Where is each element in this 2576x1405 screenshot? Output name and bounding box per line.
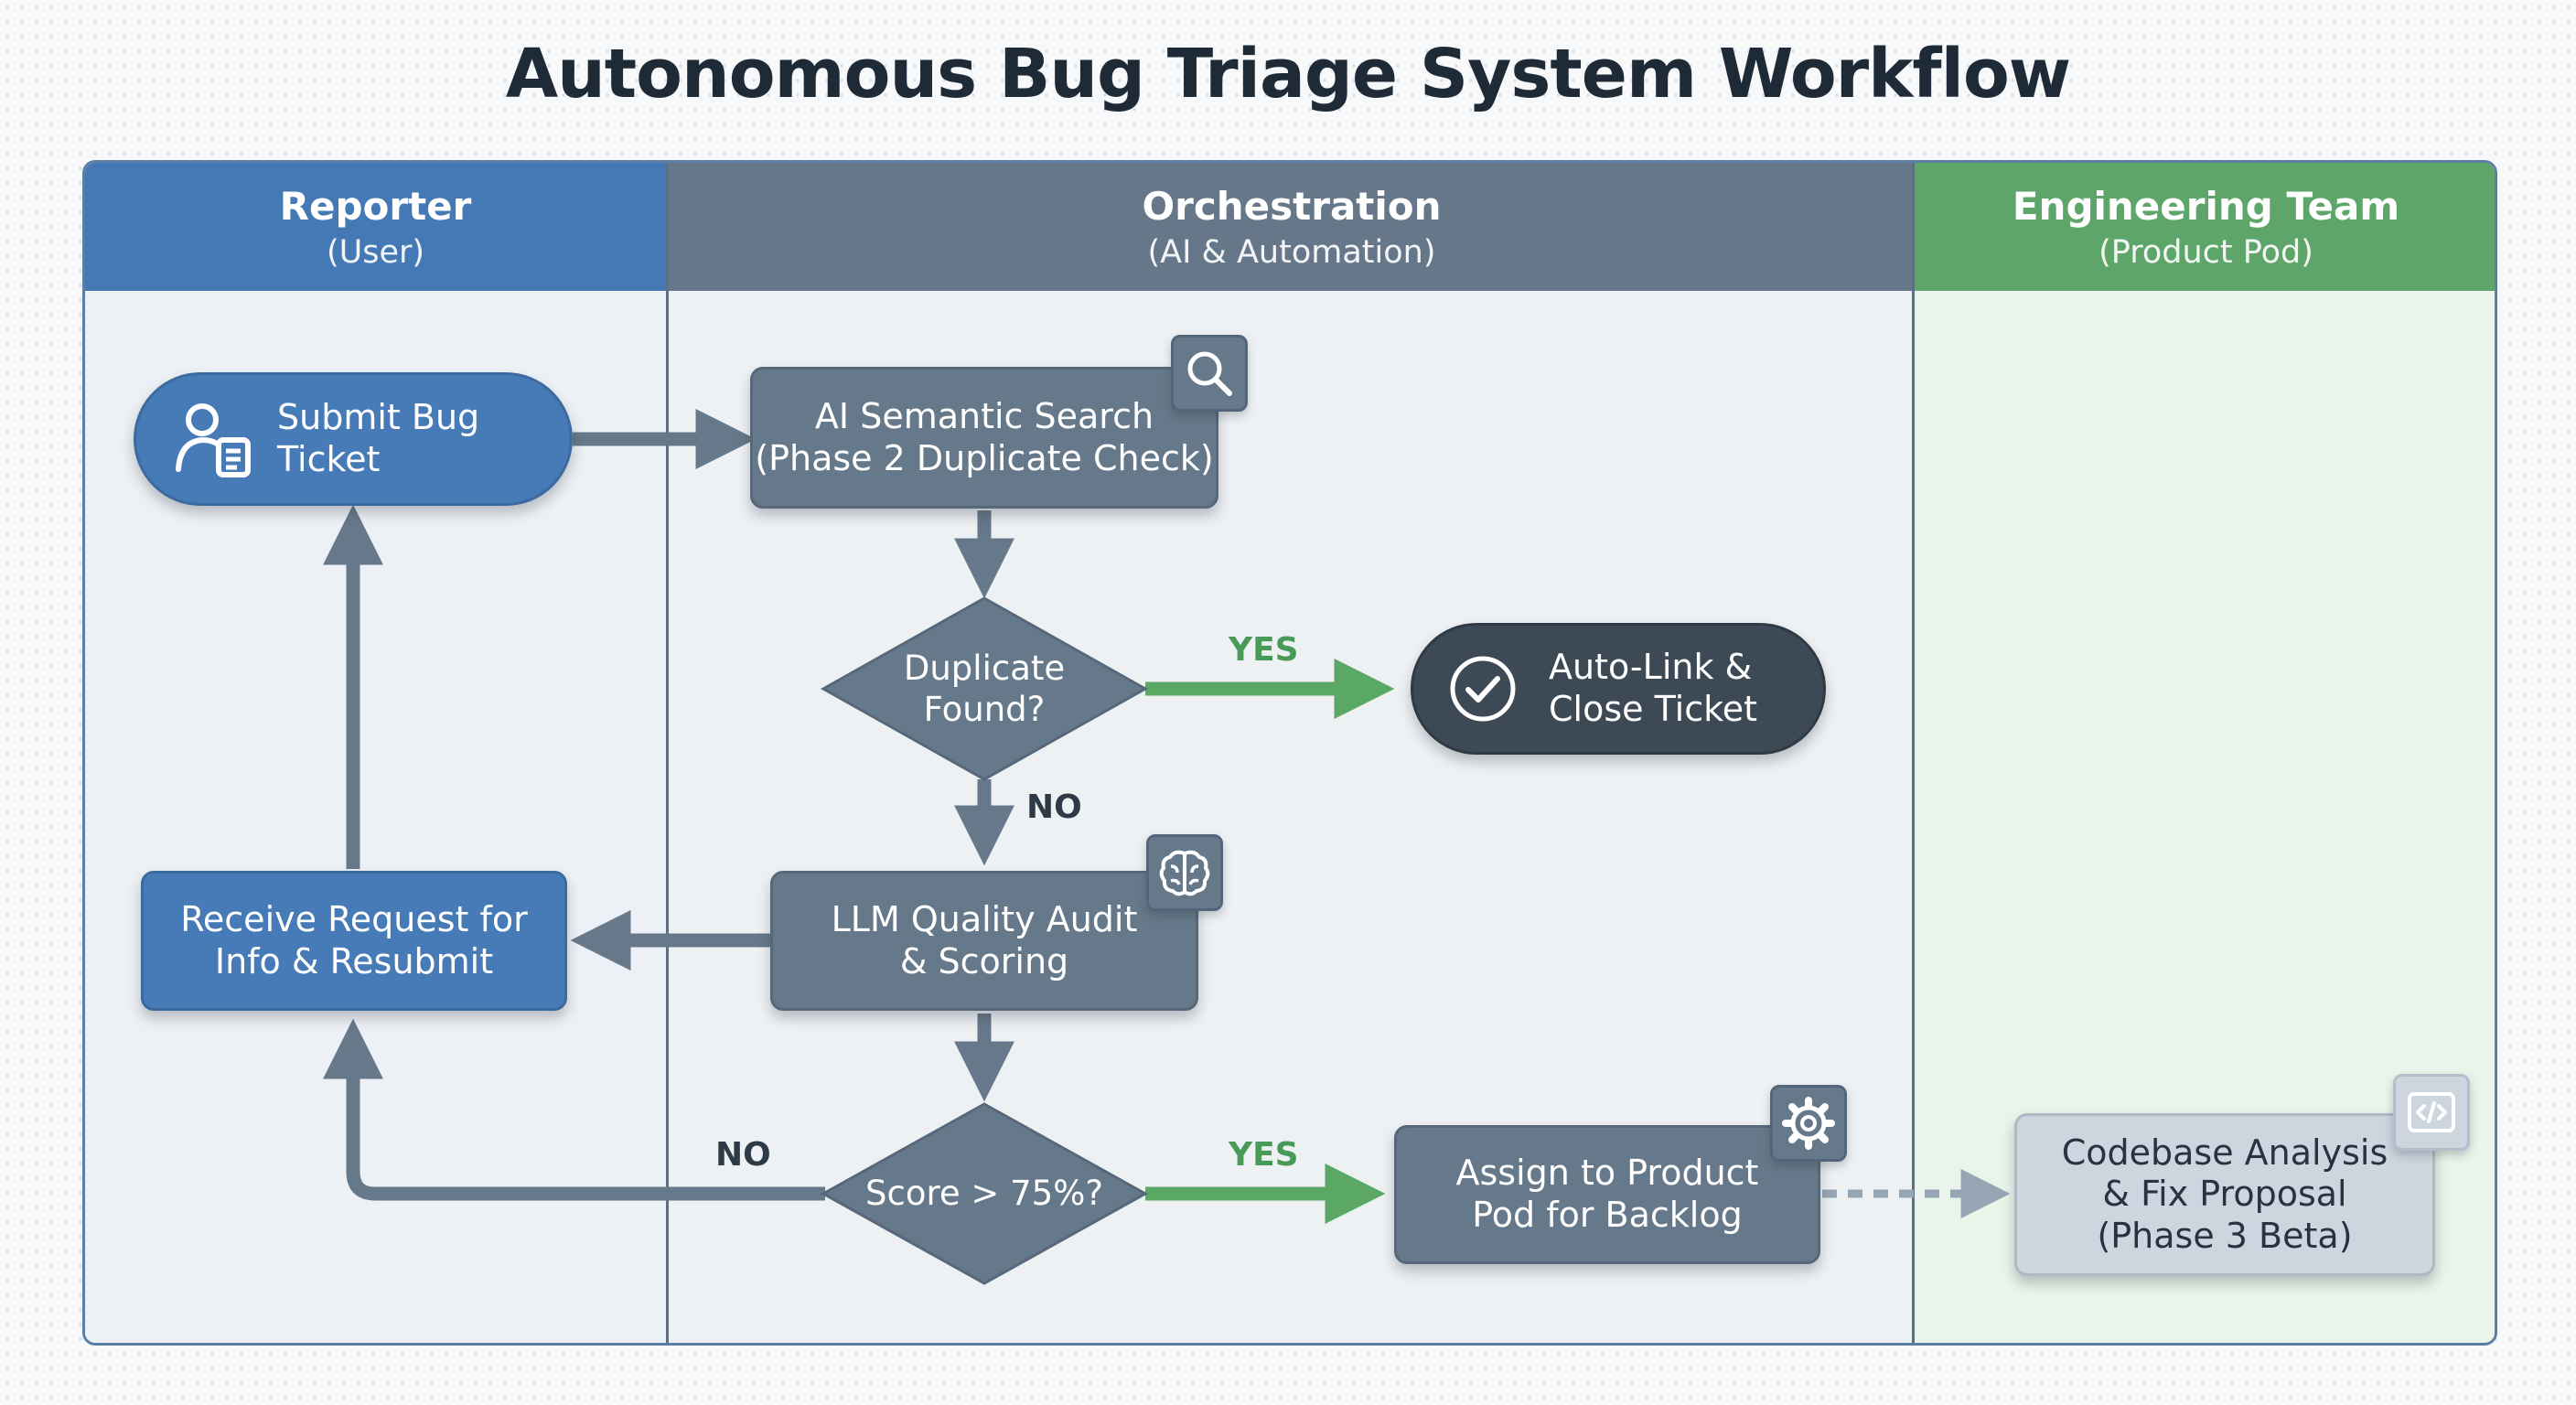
decision-score-label: Score > 75%? <box>864 1174 1104 1214</box>
node-label: Codebase Analysis & Fix Proposal (Phase … <box>2061 1132 2388 1256</box>
node-assign-product-pod[interactable]: Assign to Product Pod for Backlog <box>1394 1125 1820 1264</box>
edge-score-to-receive <box>322 1018 825 1201</box>
lane-subtitle: (User) <box>326 233 425 271</box>
edge-label-no-score: NO <box>715 1136 771 1174</box>
magnifier-icon-badge <box>1171 335 1248 412</box>
node-receive-request[interactable]: Receive Request for Info & Resubmit <box>141 871 567 1011</box>
user-document-icon <box>176 403 251 477</box>
swimlane-frame: Reporter (User) Orchestration (AI & Auto… <box>82 160 2497 1346</box>
node-label: Auto-Link & Close Ticket <box>1549 647 1758 729</box>
node-llm-quality-audit[interactable]: LLM Quality Audit & Scoring <box>770 871 1198 1011</box>
lane-title: Reporter <box>279 183 472 229</box>
node-label: Assign to Product Pod for Backlog <box>1455 1153 1759 1235</box>
node-ai-semantic-search[interactable]: AI Semantic Search (Phase 2 Duplicate Ch… <box>750 367 1218 509</box>
code-icon-badge <box>2393 1074 2470 1151</box>
decision-duplicate-label: Duplicate Found? <box>903 648 1066 729</box>
decision-duplicate-shape <box>820 596 1149 781</box>
node-auto-link-close[interactable]: Auto-Link & Close Ticket <box>1411 623 1826 755</box>
edge-label-no-duplicate: NO <box>1026 788 1082 826</box>
edge-label-yes-duplicate: YES <box>1229 631 1299 669</box>
node-label: AI Semantic Search (Phase 2 Duplicate Ch… <box>755 395 1214 478</box>
code-icon <box>2408 1092 2455 1132</box>
edge-label-yes-score: YES <box>1229 1136 1299 1174</box>
gear-icon <box>1782 1097 1835 1150</box>
check-circle-icon <box>1450 656 1516 722</box>
diagram-title: Autonomous Bug Triage System Workflow <box>505 35 2071 113</box>
lane-title: Engineering Team <box>2012 183 2400 229</box>
node-label: Receive Request for Info & Resubmit <box>180 898 528 981</box>
node-submit-bug-ticket[interactable]: Submit Bug Ticket <box>134 372 573 506</box>
brain-icon <box>1159 850 1210 896</box>
lane-header-reporter: Reporter (User) <box>85 163 666 291</box>
node-codebase-analysis[interactable]: Codebase Analysis & Fix Proposal (Phase … <box>2014 1113 2435 1276</box>
lane-header-orchestration: Orchestration (AI & Automation) <box>669 163 1915 291</box>
gear-icon-badge <box>1770 1085 1847 1162</box>
lane-title: Orchestration <box>1142 183 1442 229</box>
magnifier-icon <box>1187 351 1232 396</box>
lane-subtitle: (AI & Automation) <box>1147 233 1436 271</box>
lane-subtitle: (Product Pod) <box>2098 233 2313 271</box>
brain-icon-badge <box>1146 834 1223 911</box>
lane-header-engineering: Engineering Team (Product Pod) <box>1915 163 2495 291</box>
node-label: LLM Quality Audit & Scoring <box>831 898 1138 981</box>
node-label: Submit Bug Ticket <box>277 397 480 479</box>
decision-score-shape <box>820 1102 1149 1285</box>
